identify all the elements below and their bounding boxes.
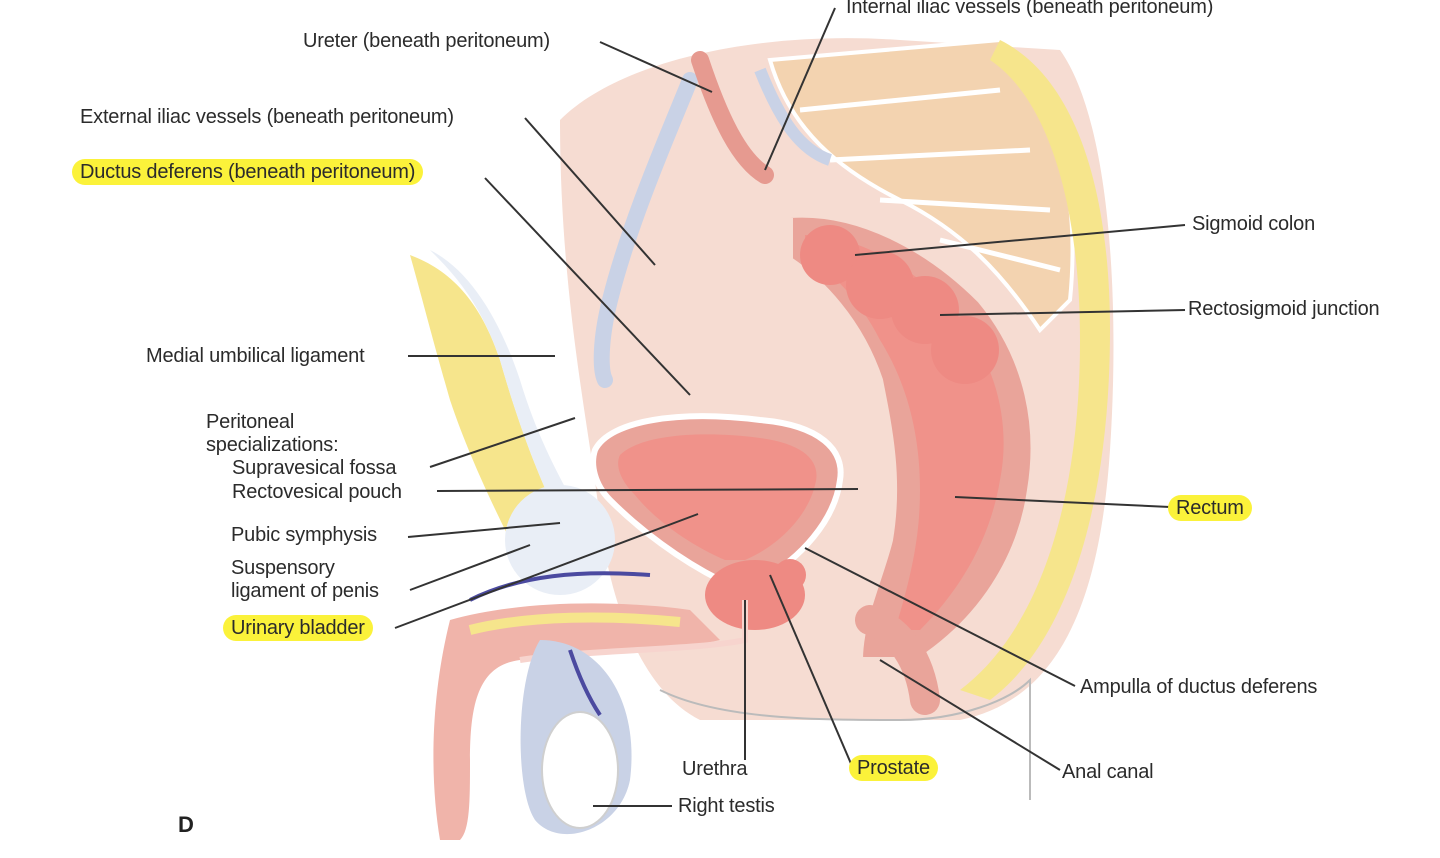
leader-ureter [599, 41, 713, 93]
body-outline [659, 677, 1031, 800]
leader-external-iliac [524, 117, 656, 266]
colon-haustra-4 [931, 316, 999, 384]
label-suspensory-2: ligament of penis [231, 580, 379, 602]
label-ureter: Ureter (beneath peritoneum) [303, 30, 550, 52]
external-iliac-vessels [593, 72, 698, 388]
label-supravesical: Supravesical fossa [232, 457, 397, 479]
label-sigmoid-colon: Sigmoid colon [1192, 213, 1316, 235]
leader-ductus-deferens [484, 177, 691, 396]
penis [433, 603, 720, 840]
leader-lines [394, 7, 1186, 807]
label-prostate: Prostate [849, 755, 938, 781]
leader-prostate [769, 574, 853, 767]
anterior-abdominal-wall [430, 250, 575, 520]
leader-supravesical [429, 417, 576, 468]
leader-pubic-symphysis [407, 522, 561, 538]
testis [541, 711, 619, 829]
spermatic-cord [568, 649, 602, 717]
bladder-lumen [618, 434, 817, 560]
leader-sigmoid-colon [854, 224, 1186, 256]
label-prostate-text: Prostate [849, 755, 938, 781]
label-rectovesical: Rectovesical pouch [232, 481, 402, 503]
label-peritoneal-2: specializations: [206, 434, 339, 456]
leader-suspensory [409, 544, 531, 591]
label-ductus-deferens: Ductus deferens (beneath peritoneum) [72, 159, 424, 185]
label-pubic-symphysis: Pubic symphysis [231, 524, 377, 546]
leader-rectovesical [436, 488, 859, 492]
leader-rectosigmoid [939, 309, 1186, 316]
label-urinary-bladder: Urinary bladder [223, 615, 373, 641]
label-ampulla: Ampulla of ductus deferens [1080, 676, 1318, 698]
label-external-iliac: External iliac vessels (beneath peritone… [80, 106, 454, 128]
label-right-testis: Right testis [678, 795, 775, 817]
label-urethra: Urethra [682, 758, 748, 780]
label-ductus-deferens-text: Ductus deferens (beneath peritoneum) [72, 159, 424, 185]
label-urinary-bladder-text: Urinary bladder [223, 615, 373, 641]
leader-rectum [954, 496, 1171, 508]
leader-internal-iliac [764, 7, 836, 171]
pubic-symphysis [505, 485, 615, 595]
sacral-segments [799, 87, 1061, 273]
label-anal-canal: Anal canal [1062, 761, 1154, 783]
colon-haustra-1 [800, 225, 860, 285]
label-rectum-text: Rectum [1168, 495, 1252, 521]
ampulla [774, 559, 806, 591]
leader-anal-canal [879, 659, 1061, 771]
label-rectosigmoid: Rectosigmoid junction [1188, 298, 1380, 320]
label-internal-iliac: Internal iliac vessels (beneath peritone… [846, 0, 1214, 18]
ureter-tube [691, 51, 774, 184]
anal-canal [855, 605, 940, 715]
label-peritoneal-1: Peritoneal [206, 411, 295, 433]
internal-iliac-vessels [754, 67, 833, 166]
panel-letter: D [178, 812, 194, 837]
posterior-fat-band [960, 40, 1110, 700]
label-rectum: Rectum [1168, 495, 1252, 521]
corpus-cavernosum [468, 612, 681, 635]
anterior-abdominal-fat [410, 255, 560, 560]
label-medial-umbilical: Medial umbilical ligament [146, 345, 365, 367]
label-suspensory-1: Suspensory [231, 557, 335, 579]
leader-urinary-bladder [394, 513, 699, 629]
leader-ampulla [804, 547, 1076, 687]
